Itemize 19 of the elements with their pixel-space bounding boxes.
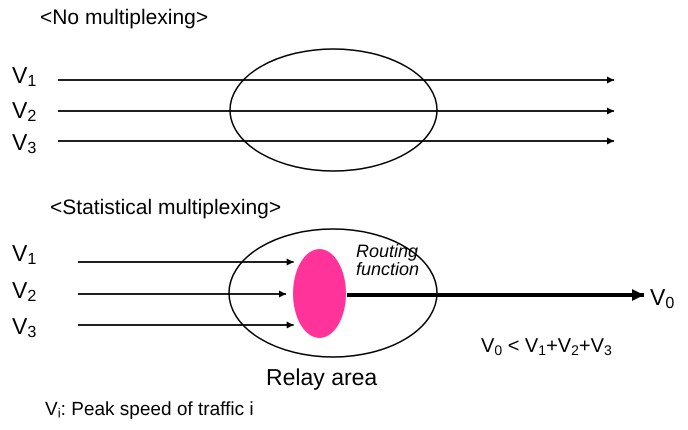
speed-label: V$_{1}$ <box>12 62 36 88</box>
arrow <box>58 76 614 84</box>
speed-label: V$_{2}$ <box>12 277 36 303</box>
speed-label: V$_{2}$ <box>12 97 36 123</box>
speed-label: V$_{0}$ <box>650 284 674 310</box>
area-label: Relay area <box>266 364 378 390</box>
arrow <box>78 290 286 298</box>
section-heading: <No multiplexing> <box>40 6 208 30</box>
speed-label: V$_{1}$ <box>12 240 36 266</box>
section-heading: <Statistical multiplexing> <box>50 196 282 220</box>
arrow <box>58 108 614 114</box>
legend-note: V$_{i}$: Peak speed of traffic i <box>45 398 254 422</box>
arrow <box>78 322 294 328</box>
speed-label: V$_{3}$ <box>12 129 36 155</box>
arrow <box>78 258 294 266</box>
inequality-text: V$_{0}$ < V$_{1}$+V$_{2}$+V$_{3}$ <box>481 334 612 358</box>
arrow <box>346 289 644 301</box>
arrow <box>58 138 614 144</box>
speed-label: V$_{3}$ <box>12 313 36 339</box>
